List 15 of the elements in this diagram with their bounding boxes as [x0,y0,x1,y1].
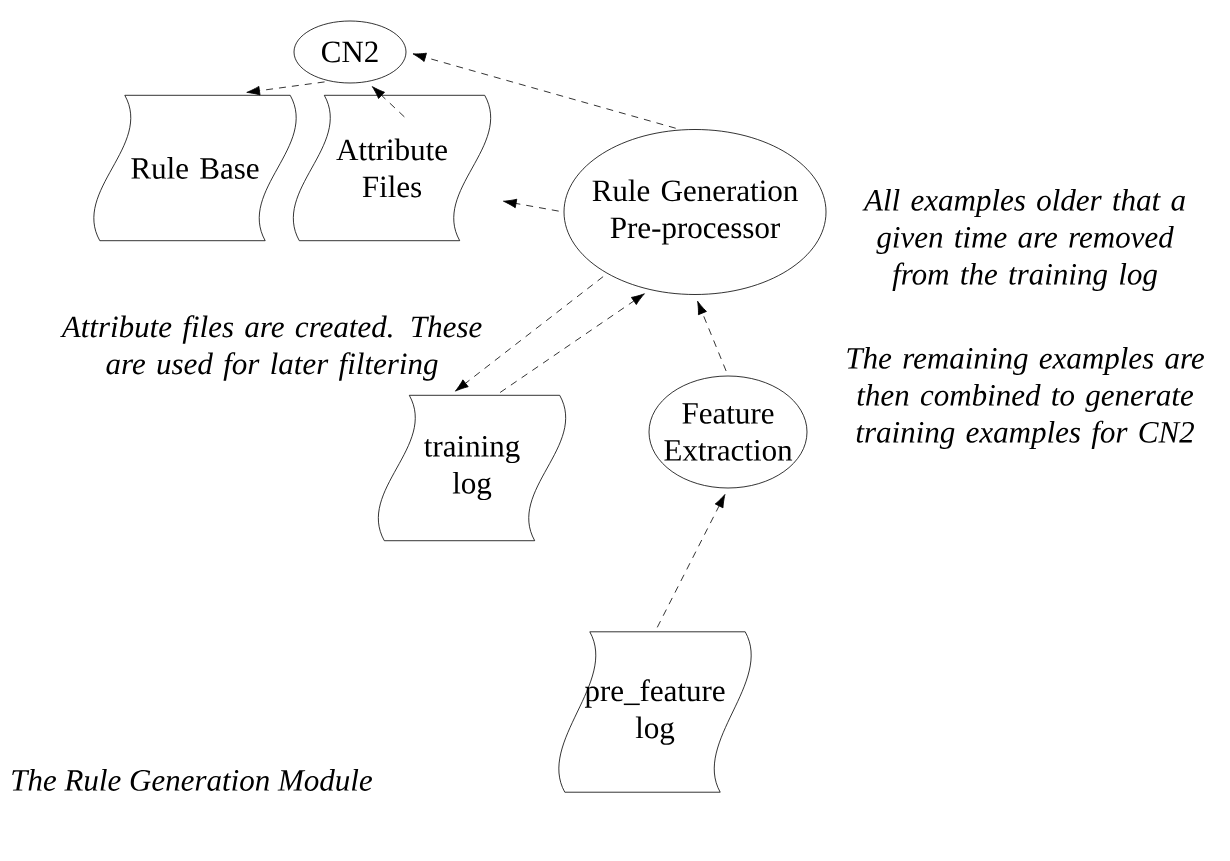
document-shape: pre_feature log [558,631,752,793]
note-text: All examples older that a given time are removed from the training log [862,188,1185,292]
note-text: Attribute files are created. These are used for later filtering [60,315,482,381]
document-shape: Attribute Files [293,94,492,242]
note-text: The remaining examples are then combined to generate training examples for CN2 [847,346,1204,450]
arrow [412,52,677,129]
arrow [656,494,726,628]
arrow [697,300,727,372]
arrow [371,86,405,118]
arrow [499,293,645,393]
caption: The Rule Generation Module [12,769,372,791]
document-shape: Rule Base [93,94,297,242]
arrow [503,198,560,212]
document-shape: training log [378,394,567,542]
arrow [455,276,604,392]
